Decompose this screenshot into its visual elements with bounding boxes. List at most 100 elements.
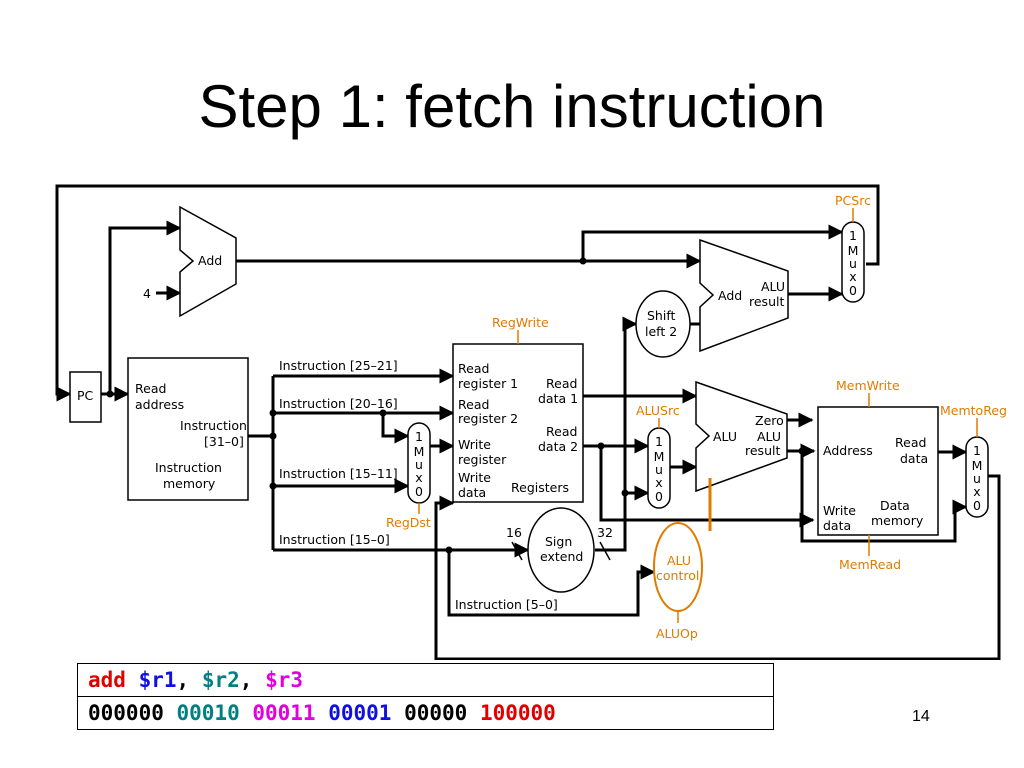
- wire-pc-loop: [55, 184, 880, 402]
- field-20-16: Instruction [20–16]: [279, 396, 398, 411]
- wire-add-mux: [581, 224, 844, 261]
- branch-alu-label: ALU: [761, 279, 785, 294]
- svg-text:1: 1: [973, 443, 981, 458]
- memread-label: MemRead: [839, 557, 901, 572]
- pc-adder-label: Add: [198, 253, 222, 268]
- alusrc-label: ALUSrc: [636, 403, 680, 418]
- field-5-0: Instruction [5–0]: [455, 597, 558, 612]
- aluop-label: ALUOp: [656, 626, 698, 641]
- assembly-row: add $r1, $r2, $r3: [77, 663, 774, 697]
- assembly-segment: ,: [239, 668, 266, 692]
- aluctl-label-2: control: [656, 568, 699, 583]
- instruction-encoding-table: add $r1, $r2, $r3 000000 00010 00011 000…: [77, 663, 774, 730]
- assembly-instruction: add $r1, $r2, $r3: [88, 668, 303, 692]
- svg-text:1: 1: [849, 228, 857, 243]
- svg-text:0: 0: [849, 283, 857, 298]
- branch-adder: [699, 238, 789, 353]
- reg-rdata2-b: data 2: [538, 439, 578, 454]
- aluctl-label-1: ALU: [667, 553, 691, 568]
- svg-text:0: 0: [415, 484, 423, 499]
- reg-name: Registers: [511, 480, 569, 495]
- svg-text:0: 0: [973, 498, 981, 513]
- svg-text:x: x: [973, 484, 980, 499]
- sext-label-2: extend: [540, 549, 583, 564]
- assembly-segment: [126, 668, 139, 692]
- pcsrc-mux-letters: 1 M u x 0: [848, 228, 859, 298]
- junction-dots: [106, 257, 806, 554]
- instruction-memory: [127, 357, 249, 501]
- svg-text:u: u: [415, 457, 423, 472]
- svg-text:x: x: [415, 470, 422, 485]
- wire-rd2-mem: [599, 446, 815, 528]
- bits-out: 32: [597, 525, 613, 540]
- sext-label-1: Sign: [545, 534, 572, 549]
- memtoreg-label: MemtoReg: [940, 403, 1007, 418]
- shift-label-1: Shift: [647, 308, 676, 323]
- shift-left-2: [635, 290, 691, 358]
- regdst-label: RegDst: [386, 515, 431, 530]
- datapath-diagram: PC Add 4 Read address Instruction [31–0]…: [55, 184, 1007, 660]
- datapath-wires: [55, 184, 1001, 660]
- regwrite-label: RegWrite: [492, 315, 549, 330]
- svg-text:u: u: [655, 462, 663, 477]
- svg-text:x: x: [655, 475, 662, 490]
- reg-wdata-a: Write: [458, 470, 491, 485]
- binary-segment: 000000: [88, 701, 164, 725]
- data-memory: [817, 406, 939, 536]
- control-lines: [418, 208, 978, 623]
- alu-result-label-1: ALU: [757, 429, 781, 444]
- register-file: [452, 343, 584, 503]
- imem-name-1: Instruction: [155, 460, 222, 475]
- pcsrc-label: PCSrc: [835, 193, 871, 208]
- binary-segment: 00011: [239, 701, 316, 725]
- slide-title: Step 1: fetch instruction: [198, 73, 826, 140]
- bits-in: 16: [506, 525, 522, 540]
- page-number: 14: [912, 708, 930, 725]
- assembly-segment: ,: [176, 668, 202, 692]
- assembly-segment: $r2: [201, 668, 240, 692]
- branch-result-label: result: [749, 294, 784, 309]
- field-25-21: Instruction [25–21]: [279, 358, 398, 373]
- svg-text:1: 1: [655, 434, 663, 449]
- dmem-write-1: Write: [823, 503, 856, 518]
- shift-label-2: left 2: [645, 324, 677, 339]
- dmem-read-1: Read: [895, 435, 926, 450]
- svg-text:M: M: [414, 444, 425, 459]
- reg-write-b: register: [458, 452, 507, 467]
- svg-text:u: u: [973, 471, 981, 486]
- branch-add-label: Add: [718, 288, 742, 303]
- dmem-name-1: Data: [880, 498, 910, 513]
- reg-read1-a: Read: [458, 361, 489, 376]
- assembly-cell: add $r1, $r2, $r3: [77, 663, 774, 697]
- imem-read-label: Read: [135, 381, 166, 396]
- svg-text:M: M: [848, 243, 859, 258]
- reg-wdata-b: data: [458, 485, 486, 500]
- regdst-mux-letters: 1 M u x 0: [414, 429, 425, 499]
- reg-read2-b: register 2: [458, 411, 518, 426]
- alu-zero-label: Zero: [755, 413, 784, 428]
- reg-rdata1-b: data 1: [538, 391, 578, 406]
- dmem-name-2: memory: [871, 513, 924, 528]
- binary-row: 000000 00010 00011 00001 00000 100000: [77, 696, 774, 730]
- binary-cell: 000000 00010 00011 00001 00000 100000: [77, 696, 774, 730]
- binary-segment: 00001: [315, 701, 392, 725]
- field-15-11: Instruction [15–11]: [279, 466, 398, 481]
- svg-text:1: 1: [415, 429, 423, 444]
- sign-extend: [527, 507, 595, 593]
- imem-name-2: memory: [163, 476, 216, 491]
- reg-write-a: Write: [458, 437, 491, 452]
- svg-text:x: x: [849, 269, 856, 284]
- alu-result-label-2: result: [745, 443, 780, 458]
- memtoreg-mux-letters: 1 M u x 0: [972, 443, 983, 513]
- wire-pc-add: [108, 220, 182, 394]
- wire-funct: [447, 550, 656, 617]
- pc-label: PC: [77, 388, 94, 403]
- const-four: 4: [143, 286, 151, 301]
- binary-encoding: 000000 00010 00011 00001 00000 100000: [88, 701, 556, 725]
- dmem-read-2: data: [900, 451, 928, 466]
- svg-text:M: M: [654, 449, 665, 464]
- binary-segment: 00010: [163, 701, 240, 725]
- memwrite-label: MemWrite: [836, 378, 900, 393]
- svg-text:0: 0: [655, 489, 663, 504]
- reg-rdata2-a: Read: [546, 424, 577, 439]
